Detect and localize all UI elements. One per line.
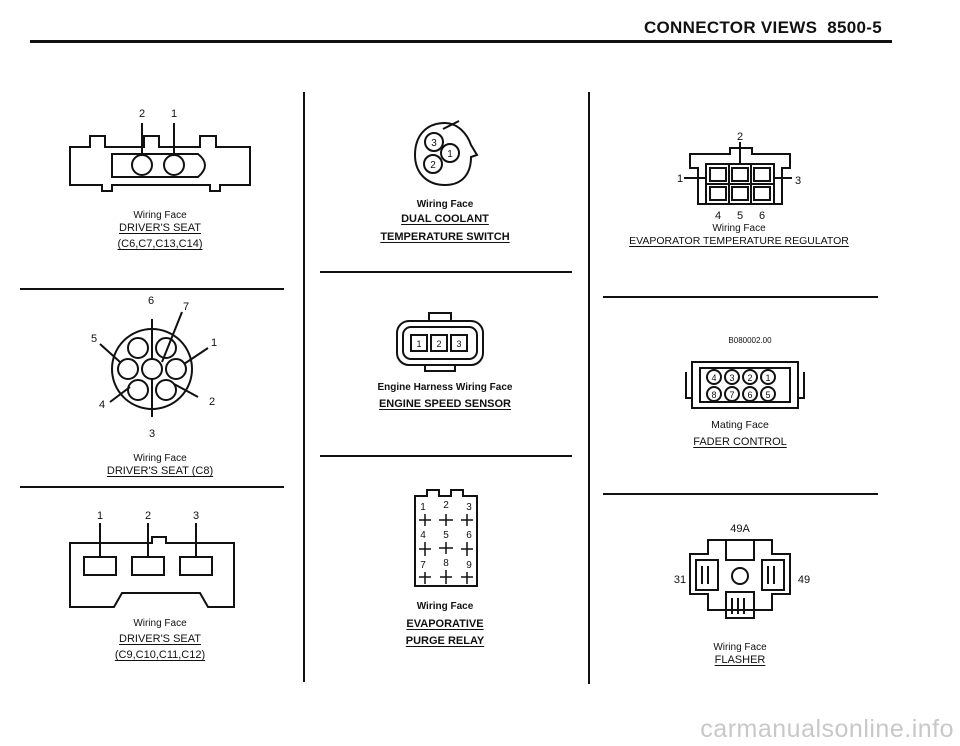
pin-label: 1 — [171, 108, 177, 120]
connector-title: ENGINE SPEED SENSOR — [378, 398, 512, 410]
pin-label: 1 — [765, 373, 770, 383]
connector-title: DRIVER'S SEAT — [119, 633, 201, 645]
drivers-seat-c8-caption: Wiring Face DRIVER'S SEAT (C8) — [60, 452, 260, 478]
pin-label: 2 — [737, 131, 743, 143]
pin-label: 3 — [193, 510, 199, 522]
section-rule — [320, 455, 572, 457]
pin-label: 2 — [430, 160, 436, 171]
header-rule — [30, 40, 892, 43]
pin-label: 2 — [145, 510, 151, 522]
flasher-caption: Wiring Face FLASHER — [650, 641, 830, 667]
engine-speed-caption: Engine Harness Wiring Face ENGINE SPEED … — [345, 381, 545, 411]
pin-label: 49 — [798, 574, 810, 586]
pin-label: 4 — [715, 210, 721, 222]
connector-title-line2: PURGE RELAY — [405, 635, 485, 647]
section-rule — [603, 296, 878, 298]
pin-label: 6 — [466, 530, 472, 541]
column-divider-right — [588, 92, 590, 684]
pin-label: 4 — [711, 373, 716, 383]
fader-ref-code: B080002.00 — [728, 336, 772, 345]
connector-title: DUAL COOLANT — [401, 213, 489, 225]
evap-purge-diagram: 1 2 3 4 5 6 7 8 9 — [414, 489, 478, 587]
drivers-seat-c8-diagram: 6 7 1 2 3 4 5 — [91, 295, 217, 440]
connector-title: DRIVER'S SEAT (C8) — [106, 465, 214, 477]
pin-label: 2 — [443, 500, 449, 511]
pin-label: 5 — [765, 390, 770, 400]
pin-label: 3 — [149, 428, 155, 440]
pin-label: 1 — [416, 339, 421, 349]
header-page-number: 8500-5 — [827, 18, 882, 37]
pin-label: 3 — [795, 175, 801, 187]
wiring-face-label: Wiring Face — [712, 223, 766, 234]
pin-label: 3 — [431, 138, 437, 149]
connector-codes: (C6,C7,C13,C14) — [117, 238, 203, 250]
pin-label: 1 — [97, 510, 103, 522]
pin-label: 6 — [747, 390, 752, 400]
section-rule — [20, 288, 284, 290]
pin-label: 3 — [466, 502, 472, 513]
connector-title: EVAPORATIVE — [406, 618, 484, 630]
dual-coolant-diagram: 3 1 2 — [413, 120, 479, 187]
evap-temp-caption: Wiring Face EVAPORATOR TEMPERATURE REGUL… — [600, 222, 878, 248]
connector-codes: (C9,C10,C11,C12) — [114, 649, 206, 661]
fader-caption: Mating Face FADER CONTROL — [650, 419, 830, 449]
page-header: CONNECTOR VIEWS 8500-5 — [644, 18, 882, 38]
pin-label: 8 — [711, 390, 716, 400]
evap-purge-caption: Wiring Face EVAPORATIVE PURGE RELAY — [355, 600, 535, 648]
pin-label: 2 — [209, 396, 215, 408]
watermark: carmanualsonline.info — [700, 715, 954, 743]
pin-label: 6 — [759, 210, 765, 222]
section-rule — [320, 271, 572, 273]
connector-title: DRIVER'S SEAT — [119, 222, 201, 234]
wiring-face-label: Wiring Face — [133, 618, 187, 629]
flasher-diagram: 49A 31 49 — [674, 523, 810, 619]
pin-label: 9 — [466, 560, 472, 571]
pin-label: 1 — [420, 502, 426, 513]
pin-label: 3 — [729, 373, 734, 383]
pin-label: 4 — [99, 399, 105, 411]
pin-label: 5 — [91, 333, 97, 345]
drivers-seat-c9-caption: Wiring Face DRIVER'S SEAT (C9,C10,C11,C1… — [60, 617, 260, 662]
pin-label: 31 — [674, 574, 686, 586]
connector-title: FLASHER — [714, 654, 766, 666]
wiring-face-label: Wiring Face — [133, 453, 187, 464]
dual-coolant-caption: Wiring Face DUAL COOLANT TEMPERATURE SWI… — [355, 198, 535, 244]
pin-label: 1 — [677, 173, 683, 185]
pin-label: 7 — [183, 301, 189, 313]
pin-label: 7 — [729, 390, 734, 400]
wiring-face-label: Wiring Face — [133, 210, 187, 221]
section-rule — [603, 493, 878, 495]
evap-temp-diagram: 2 1 3 4 5 6 — [677, 131, 801, 222]
pin-label: 5 — [443, 530, 449, 541]
pin-label: 3 — [456, 339, 461, 349]
engine-speed-diagram: 1 2 3 — [396, 312, 484, 372]
connector-title: EVAPORATOR TEMPERATURE REGULATOR — [629, 235, 849, 247]
mating-face-label: Mating Face — [711, 419, 769, 431]
wiring-face-label: Wiring Face — [416, 601, 474, 612]
pin-label: 1 — [211, 337, 217, 349]
pin-label: 2 — [436, 339, 441, 349]
pin-label: 2 — [747, 373, 752, 383]
pin-label: 7 — [420, 560, 426, 571]
connector-title-line2: TEMPERATURE SWITCH — [380, 231, 510, 243]
pin-label: 5 — [737, 210, 743, 222]
pin-label: 6 — [148, 295, 154, 307]
drivers-seat-c6-diagram: 2 1 — [69, 108, 251, 192]
wiring-face-label: Engine Harness Wiring Face — [377, 382, 513, 393]
pin-label: 8 — [443, 558, 449, 569]
pin-label: 49A — [730, 523, 750, 535]
pin-label: 2 — [139, 108, 145, 120]
wiring-face-label: Wiring Face — [416, 199, 474, 210]
header-title: CONNECTOR VIEWS — [643, 18, 818, 37]
wiring-face-label: Wiring Face — [713, 642, 767, 653]
pin-label: 1 — [447, 149, 453, 160]
fader-diagram: 4 3 2 1 8 7 6 5 — [685, 361, 805, 409]
section-rule — [20, 486, 284, 488]
connector-title: FADER CONTROL — [693, 436, 787, 448]
pin-label: 4 — [420, 530, 426, 541]
drivers-seat-c9-diagram: 1 2 3 — [69, 510, 235, 608]
column-divider-left — [303, 92, 305, 682]
drivers-seat-c6-caption: Wiring Face DRIVER'S SEAT (C6,C7,C13,C14… — [60, 209, 260, 251]
